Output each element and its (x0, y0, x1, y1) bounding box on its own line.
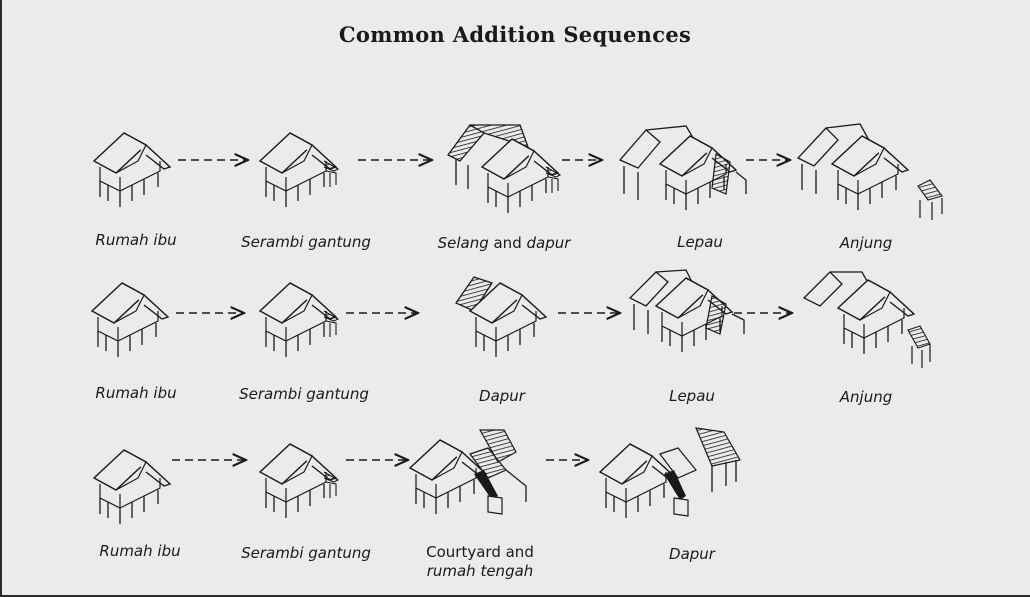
row3-serambi-gantung-house (260, 444, 338, 518)
diagram-title: Common Addition Sequences (338, 22, 692, 47)
row3-rumah-ibu-house (93, 449, 171, 525)
row2-caption-5: Anjung (839, 388, 893, 406)
row3-courtyard-rumah-tengah-house (409, 429, 527, 515)
row2-caption-3: Dapur (479, 387, 525, 405)
row3-caption-4: Dapur (669, 545, 715, 563)
row2-rumah-ibu-house (91, 282, 169, 358)
row3-dapur-house (599, 427, 741, 519)
row1-caption-3-text: Selang and dapur (437, 234, 571, 252)
row2-caption-2: Serambi gantung (239, 385, 369, 403)
row1-selang-dapur-house (447, 124, 560, 213)
row3-caption-2: Serambi gantung (241, 544, 371, 562)
row1-caption-4: Lepau (677, 233, 723, 251)
row1-caption-3: Selang and dapur (438, 234, 571, 252)
row2-anjung-house (802, 271, 931, 368)
row1-serambi-gantung-house (260, 133, 338, 207)
row1-caption-1: Rumah ibu (95, 231, 177, 249)
row1-caption-2: Serambi gantung (241, 233, 371, 251)
row1-lepau-house (618, 125, 747, 211)
row1-anjung-house (796, 123, 943, 220)
row2-lepau-house (628, 269, 745, 353)
row1-rumah-ibu-house (93, 132, 171, 208)
row2-dapur-house (455, 276, 547, 358)
row1-caption-5: Anjung (839, 234, 893, 252)
row2-caption-1: Rumah ibu (95, 384, 177, 402)
row3-caption-3-line1: Courtyard and (426, 543, 534, 561)
row3-caption-3: Courtyard and rumah tengah (426, 543, 534, 581)
row2-caption-4: Lepau (669, 387, 715, 405)
row2-serambi-gantung-house (260, 283, 338, 357)
row3-caption-3-line2: rumah tengah (426, 562, 534, 580)
row3-caption-1: Rumah ibu (99, 542, 181, 560)
